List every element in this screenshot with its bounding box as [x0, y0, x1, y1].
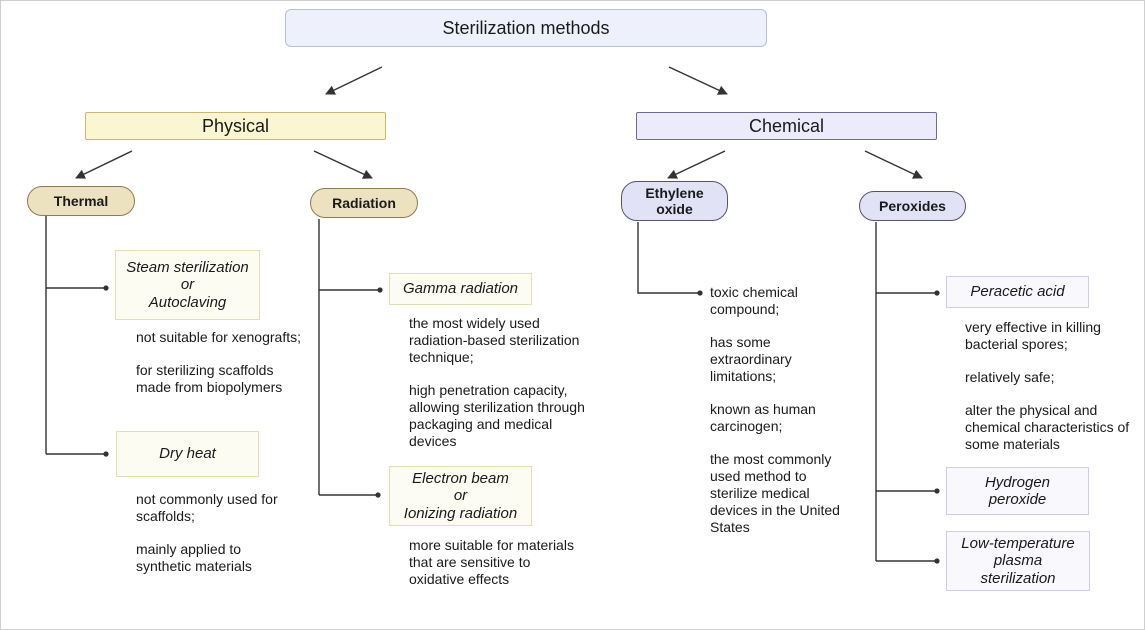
steam-line-2: or: [180, 276, 195, 294]
ethylene-note-1: toxic chemical compound;: [710, 284, 798, 317]
gamma-note-2: high penetration capacity, allowing ster…: [409, 382, 585, 449]
arrow-root-physical: [325, 66, 383, 95]
node-ethylene-oxide: Ethylene oxide: [621, 181, 728, 221]
electron-line-2: or: [453, 487, 468, 505]
electron-note-1: more suitable for materials that are sen…: [409, 537, 574, 587]
dry-heat-notes: not commonly used for scaffolds; mainly …: [136, 491, 296, 575]
ethylene-note-3: known as human carcinogen;: [710, 401, 816, 434]
plasma-line-2: plasma: [993, 552, 1043, 570]
steam-note-1: not suitable for xenografts;: [136, 329, 301, 345]
peracetic-note-1: very effective in killing bacterial spor…: [965, 319, 1101, 352]
steam-notes: not suitable for xenografts; for sterili…: [136, 329, 311, 396]
peracetic-note-3: alter the physical and chemical characte…: [965, 402, 1130, 452]
ethylene-notes: toxic chemical compound; has some extrao…: [710, 284, 850, 536]
steam-note-2: for sterilizing scaffolds made from biop…: [136, 362, 283, 395]
plasma-line-3: sterilization: [980, 569, 1056, 587]
arrow-chemical-ethylene: [667, 150, 726, 179]
category-chemical: Chemical: [636, 112, 937, 140]
arrow-physical-thermal: [75, 150, 133, 179]
ethylene-label-line-1: Ethylene: [645, 185, 704, 201]
method-steam-sterilization: Steam sterilization or Autoclaving: [115, 250, 260, 320]
peracetic-note-2: relatively safe;: [965, 369, 1055, 385]
gamma-note-1: the most widely used radiation-based ste…: [409, 315, 580, 365]
steam-line-3: Autoclaving: [148, 293, 227, 311]
arrow-physical-radiation: [313, 150, 373, 179]
steam-line-1: Steam sterilization: [126, 258, 249, 276]
ethylene-note-4: the most commonly used method to sterili…: [710, 451, 840, 535]
electron-notes: more suitable for materials that are sen…: [409, 537, 585, 588]
electron-line-1: Electron beam: [412, 469, 509, 487]
hydrogen-line-2: peroxide: [988, 491, 1047, 508]
method-hydrogen-peroxide: Hydrogen peroxide: [946, 467, 1089, 515]
ethylene-tree: [637, 222, 700, 294]
method-dry-heat: Dry heat: [116, 431, 259, 477]
node-radiation: Radiation: [310, 188, 418, 218]
method-electron-beam: Electron beam or Ionizing radiation: [389, 466, 532, 526]
dry-heat-note-1: not commonly used for scaffolds;: [136, 491, 278, 524]
plasma-line-1: Low-temperature: [961, 534, 1075, 552]
method-gamma-radiation: Gamma radiation: [389, 273, 532, 305]
node-peroxides: Peroxides: [859, 191, 966, 221]
dry-heat-note-2: mainly applied to synthetic materials: [136, 541, 252, 574]
category-physical: Physical: [85, 112, 386, 140]
gamma-notes: the most widely used radiation-based ste…: [409, 315, 587, 450]
method-peracetic-acid: Peracetic acid: [946, 276, 1089, 308]
root-title: Sterilization methods: [285, 9, 767, 47]
hydrogen-line-1: Hydrogen: [984, 473, 1051, 491]
ethylene-note-2: has some extraordinary limitations;: [710, 334, 792, 384]
ethylene-label-line-2: oxide: [656, 201, 693, 217]
electron-line-3: Ionizing radiation: [403, 504, 518, 522]
peracetic-notes: very effective in killing bacterial spor…: [965, 319, 1135, 453]
arrow-root-chemical: [668, 66, 728, 95]
node-thermal: Thermal: [27, 186, 135, 216]
arrow-chemical-peroxides: [864, 150, 923, 179]
method-plasma-sterilization: Low-temperature plasma sterilization: [946, 531, 1090, 591]
